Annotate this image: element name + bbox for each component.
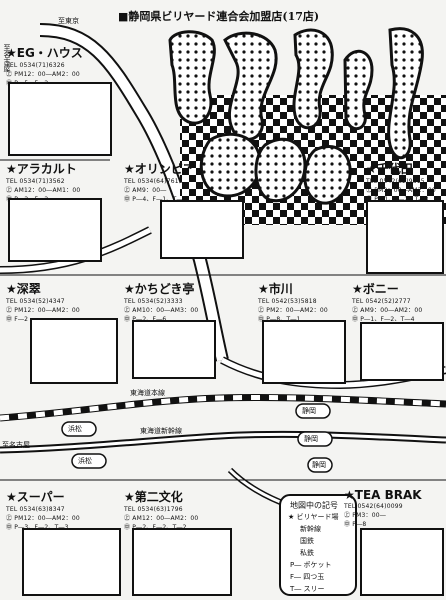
store-hours: ㊤ PM12：00―AM2：00 bbox=[6, 71, 80, 78]
legend-item: 国鉄 bbox=[300, 537, 314, 545]
station-shizuoka-label: 静岡 bbox=[302, 407, 316, 415]
store-tel: TEL 0534(63)1796 bbox=[124, 506, 183, 513]
store-map-a-la-carte bbox=[8, 198, 102, 262]
legend-box bbox=[279, 494, 357, 596]
title-bubble-letters bbox=[168, 27, 424, 205]
store-bonnie: ★ボニー TEL 0542(52)2777 ㊤ AM9：00―AM2：00 ㊥ … bbox=[352, 280, 422, 324]
store-tables: ㊥ P―4、F―1、T―2 bbox=[124, 196, 187, 203]
store-map-olympia bbox=[160, 200, 244, 259]
store-shinsui: ★深翠 TEL 0534(52)4347 ㊤ PM12：00―AM2：00 ㊥ … bbox=[6, 280, 80, 324]
store-tel: TEL 0534(63)8347 bbox=[6, 506, 65, 513]
store-tables: ㊥ F―2 bbox=[6, 316, 29, 323]
store-hours: ㊤ AM12：00―AM1：00 bbox=[6, 187, 81, 194]
store-tel: TEL 0534(71)3562 bbox=[6, 178, 65, 185]
legend-item: ★ ビリヤード場 bbox=[288, 513, 339, 521]
tokaido-line-label: 東海道本線 bbox=[130, 389, 165, 397]
store-hours: ㊤ AM10：00―AM3：00 bbox=[124, 307, 199, 314]
store-tel: TEL 0542(64)0099 bbox=[344, 503, 403, 510]
store-tables: ㊥ P―2、F―2、T―2 bbox=[124, 524, 187, 531]
store-name: ★EG・ハウス bbox=[6, 46, 83, 60]
store-name: ★TEA BRAK bbox=[344, 488, 422, 502]
store-map-tea-brak bbox=[360, 528, 444, 596]
store-name: ★アラカルト bbox=[6, 162, 77, 176]
station-hamamatsu-shinkansen-label: 浜松 bbox=[78, 457, 92, 465]
store-hours: ㊤ AM9：00―AM2：00 bbox=[352, 307, 423, 314]
store-tables: ㊥ P―1、F―2、T―3 bbox=[366, 195, 436, 204]
store-tel: TEL 0534(71)6326 bbox=[6, 62, 65, 69]
store-name: ★ボニー bbox=[352, 282, 399, 296]
store-map-ichikawa bbox=[262, 320, 346, 384]
store-map-chiyoda bbox=[366, 200, 444, 274]
store-map-daini-bunka bbox=[132, 528, 232, 596]
store-name: ★千代田 bbox=[366, 162, 413, 176]
legend-item: 新幹線 bbox=[300, 525, 321, 533]
store-tables: ㊥ P―2、F―6 bbox=[124, 316, 166, 323]
store-tables: ㊥ P―8、T―1 bbox=[258, 315, 328, 324]
store-hours: ㊤ AM12：00―AM2：00 bbox=[124, 515, 199, 522]
legend-title: 地図中の記号 bbox=[290, 501, 338, 510]
store-name: ★オリンピア bbox=[124, 162, 195, 176]
store-tables: ㊥ P―3、F―2、T―3 bbox=[6, 524, 69, 531]
to-tokyo-label: 至東京 bbox=[58, 17, 79, 25]
legend-item: P― ポケット bbox=[290, 561, 332, 569]
store-name: ★スーパー bbox=[6, 490, 65, 504]
store-kachidokitei: ★かちどき亭 TEL 0534(52)3333 ㊤ AM10：00―AM3：00… bbox=[124, 280, 198, 324]
station-markers bbox=[61, 403, 333, 473]
page-title: ■静岡県ビリヤード連合会加盟店(17店) bbox=[118, 10, 320, 23]
store-map-eg-house bbox=[8, 82, 112, 156]
station-shizuoka-shinkansen-label: 静岡 bbox=[304, 435, 318, 443]
station-shizuoka-small-label: 静岡 bbox=[312, 461, 326, 469]
store-map-shinsui bbox=[30, 318, 118, 384]
store-hours: ㊤ PM2：00―AM2：00 bbox=[258, 307, 328, 314]
legend-item: T― スリー bbox=[290, 585, 325, 593]
store-tel: TEL 0534(52)3333 bbox=[124, 298, 183, 305]
store-map-super bbox=[22, 528, 121, 596]
store-hours: ㊤ AM9：00― bbox=[124, 187, 167, 194]
store-tel: TEL 0534(64)7611 bbox=[124, 178, 183, 185]
store-hours: ㊤ PM12：00―AM2：00 bbox=[6, 307, 80, 314]
store-ichikawa: ★市川 TEL 0542(53)5818 ㊤ PM2：00―AM2：00 ㊥ P… bbox=[258, 280, 328, 324]
store-name: ★第二文化 bbox=[124, 490, 183, 504]
store-tea-brak: ★TEA BRAK TEL 0542(64)0099 ㊤ PM3：00― ㊥ P… bbox=[344, 488, 422, 529]
legend-item: F― 四つ玉 bbox=[290, 573, 325, 581]
store-name: ★市川 bbox=[258, 282, 293, 296]
shinkansen-line-label: 東海道新幹線 bbox=[140, 427, 182, 435]
to-nagoya-top-label: 至名古屋 bbox=[3, 44, 11, 72]
store-daini-bunka: ★第二文化 TEL 0534(63)1796 ㊤ AM12：00―AM2：00 … bbox=[124, 488, 198, 532]
to-nagoya-left-label: 至名古屋 bbox=[2, 441, 30, 449]
store-tel: TEL 0534(52)4347 bbox=[6, 298, 65, 305]
store-hours: ㊤ PM3：00― bbox=[344, 512, 386, 519]
store-hours: ㊤ PM2：00―AM2：00 bbox=[366, 187, 436, 194]
store-map-kachidokitei bbox=[132, 320, 216, 379]
store-tel: TEL 0542(52)2777 bbox=[352, 298, 411, 305]
store-tel: TEL 0542(53)5818 bbox=[258, 298, 317, 305]
store-tables: ㊥ P―1、F―2、T―4 bbox=[352, 316, 415, 323]
legend-item: 私鉄 bbox=[300, 549, 314, 557]
store-tel: TEL 0542(62)9815 bbox=[366, 178, 425, 185]
store-tables: ㊥ P―8 bbox=[344, 521, 367, 528]
store-map-bonnie bbox=[360, 322, 444, 381]
panel-dividers bbox=[0, 159, 446, 481]
store-hours: ㊤ PM12：00―AM2：00 bbox=[6, 515, 80, 522]
station-hamamatsu-label: 浜松 bbox=[68, 425, 82, 433]
store-super: ★スーパー TEL 0534(63)8347 ㊤ PM12：00―AM2：00 … bbox=[6, 488, 80, 532]
store-chiyoda: ★千代田 TEL 0542(62)9815 ㊤ PM2：00―AM2：00 ㊥ … bbox=[366, 160, 436, 204]
store-name: ★深翠 bbox=[6, 282, 41, 296]
store-name: ★かちどき亭 bbox=[124, 282, 195, 296]
store-olympia: ★オリンピア TEL 0534(64)7611 ㊤ AM9：00― ㊥ P―4、… bbox=[124, 160, 195, 204]
